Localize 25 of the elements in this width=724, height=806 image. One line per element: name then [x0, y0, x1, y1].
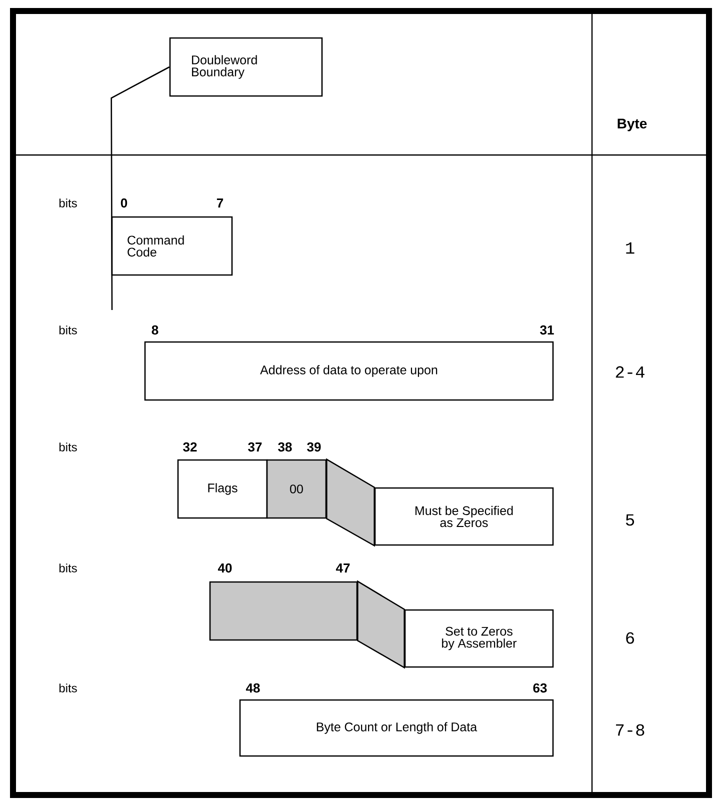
row-label: bits [59, 326, 77, 334]
field-box: Doubleword Boundary [169, 37, 323, 97]
field-box: Flags [177, 459, 268, 519]
byte-number: 5 [626, 514, 634, 526]
column-header: Byte [618, 118, 647, 132]
byte-number: 6 [626, 632, 634, 644]
row-label: bits [59, 198, 77, 208]
bit-number: 63 [533, 683, 547, 693]
field-box: Address of data to operate upon [144, 341, 554, 401]
field-box: Byte Count or Length of Data [239, 699, 554, 757]
bit-number: 37 [248, 442, 262, 452]
row-label: bits [59, 442, 77, 452]
row-label: bits [59, 684, 77, 692]
row-label: bits [59, 564, 77, 572]
bit-number: 47 [336, 564, 350, 572]
field-box: 00 [266, 459, 327, 519]
field-box: Set to Zeros by Assembler [404, 609, 554, 668]
byte-number: 2-4 [616, 366, 644, 378]
field-box: Command Code [111, 216, 233, 276]
bit-number: 0 [120, 198, 128, 208]
bit-number: 38 [278, 442, 292, 452]
leader-line [110, 66, 170, 310]
field-box: Must be Specified as Zeros [374, 487, 554, 546]
byte-number: 1 [626, 242, 634, 254]
byte-number: 7-8 [616, 724, 644, 736]
